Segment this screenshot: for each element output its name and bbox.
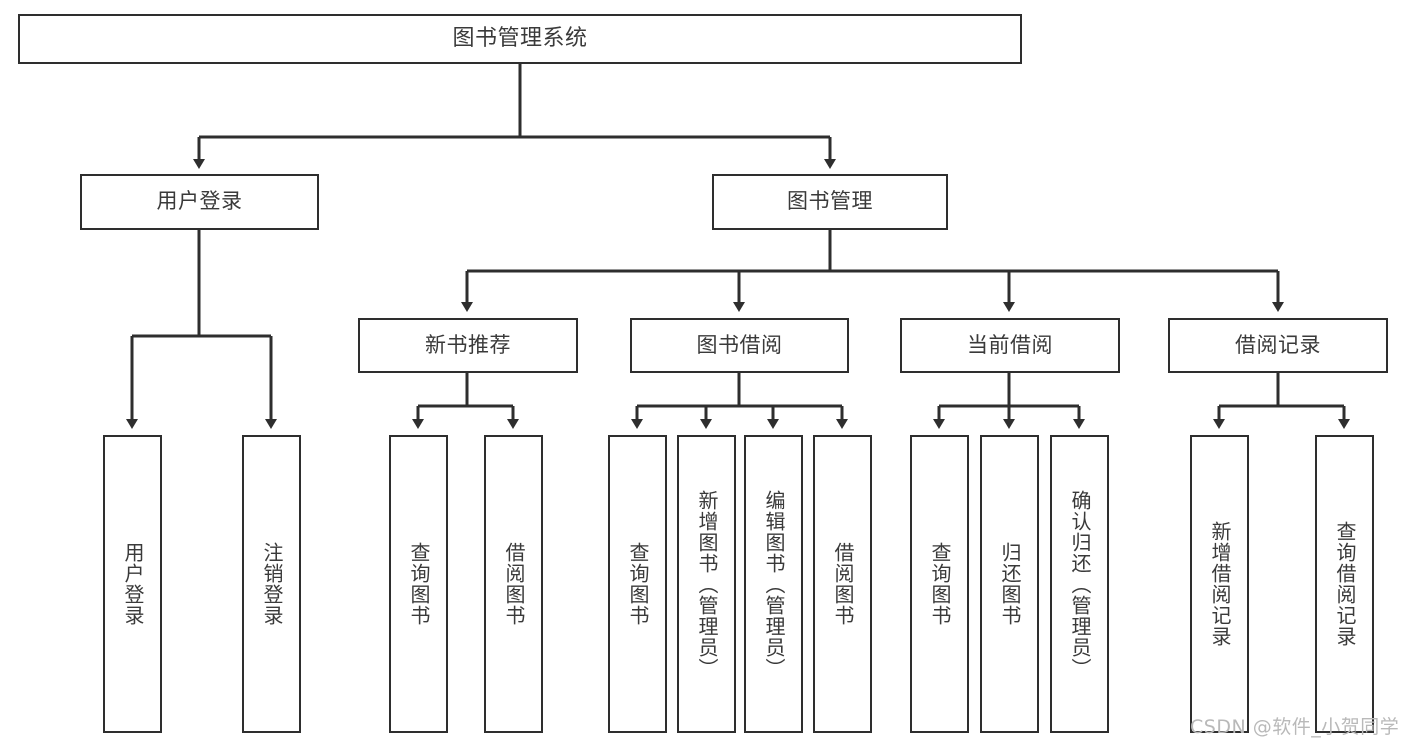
node-current-borrow[interactable]: 当前借阅 bbox=[900, 318, 1120, 373]
node-borrow-record[interactable]: 借阅记录 bbox=[1168, 318, 1388, 373]
node-current-borrow-label: 当前借阅 bbox=[967, 332, 1053, 357]
leaf-label: 用户登录 bbox=[121, 542, 145, 626]
leaf-book-borrow-edit[interactable]: 编辑图书（管理员） bbox=[744, 435, 803, 733]
leaf-label: 查询图书 bbox=[928, 542, 952, 626]
leaf-user-login-signout[interactable]: 注销登录 bbox=[242, 435, 301, 733]
leaf-borrow-record-query[interactable]: 查询借阅记录 bbox=[1315, 435, 1374, 733]
leaf-book-borrow-borrow[interactable]: 借阅图书 bbox=[813, 435, 872, 733]
leaf-user-login-signin[interactable]: 用户登录 bbox=[103, 435, 162, 733]
watermark: CSDN @软件_小贺同学 bbox=[1190, 716, 1400, 738]
leaf-label: 归还图书 bbox=[998, 542, 1022, 626]
leaf-book-borrow-query[interactable]: 查询图书 bbox=[608, 435, 667, 733]
node-new-book-recommend-label: 新书推荐 bbox=[425, 332, 511, 357]
leaf-book-borrow-add[interactable]: 新增图书（管理员） bbox=[677, 435, 736, 733]
leaf-current-borrow-query[interactable]: 查询图书 bbox=[910, 435, 969, 733]
node-root[interactable]: 图书管理系统 bbox=[18, 14, 1022, 64]
leaf-label: 确认归还（管理员） bbox=[1068, 489, 1092, 679]
node-root-label: 图书管理系统 bbox=[452, 25, 588, 51]
leaf-label: 注销登录 bbox=[260, 542, 284, 626]
leaf-label: 查询图书 bbox=[626, 542, 650, 626]
leaf-label: 新增图书（管理员） bbox=[695, 489, 719, 679]
node-book-management-label: 图书管理 bbox=[787, 189, 873, 214]
leaf-current-borrow-return[interactable]: 归还图书 bbox=[980, 435, 1039, 733]
leaf-new-book-borrow[interactable]: 借阅图书 bbox=[484, 435, 543, 733]
leaf-borrow-record-add[interactable]: 新增借阅记录 bbox=[1190, 435, 1249, 733]
leaf-label: 编辑图书（管理员） bbox=[762, 489, 786, 679]
node-new-book-recommend[interactable]: 新书推荐 bbox=[358, 318, 578, 373]
leaf-label: 借阅图书 bbox=[502, 542, 526, 626]
node-book-management[interactable]: 图书管理 bbox=[712, 174, 948, 230]
leaf-label: 查询借阅记录 bbox=[1333, 521, 1357, 647]
leaf-new-book-query[interactable]: 查询图书 bbox=[389, 435, 448, 733]
leaf-label: 新增借阅记录 bbox=[1208, 521, 1232, 647]
node-user-login-label: 用户登录 bbox=[156, 189, 243, 214]
leaf-label: 借阅图书 bbox=[831, 542, 855, 626]
leaf-current-borrow-confirm-return[interactable]: 确认归还（管理员） bbox=[1050, 435, 1109, 733]
node-borrow-record-label: 借阅记录 bbox=[1235, 332, 1321, 357]
node-book-borrow-label: 图书借阅 bbox=[696, 332, 783, 357]
node-user-login[interactable]: 用户登录 bbox=[80, 174, 319, 230]
leaf-label: 查询图书 bbox=[407, 542, 431, 626]
node-book-borrow[interactable]: 图书借阅 bbox=[630, 318, 849, 373]
